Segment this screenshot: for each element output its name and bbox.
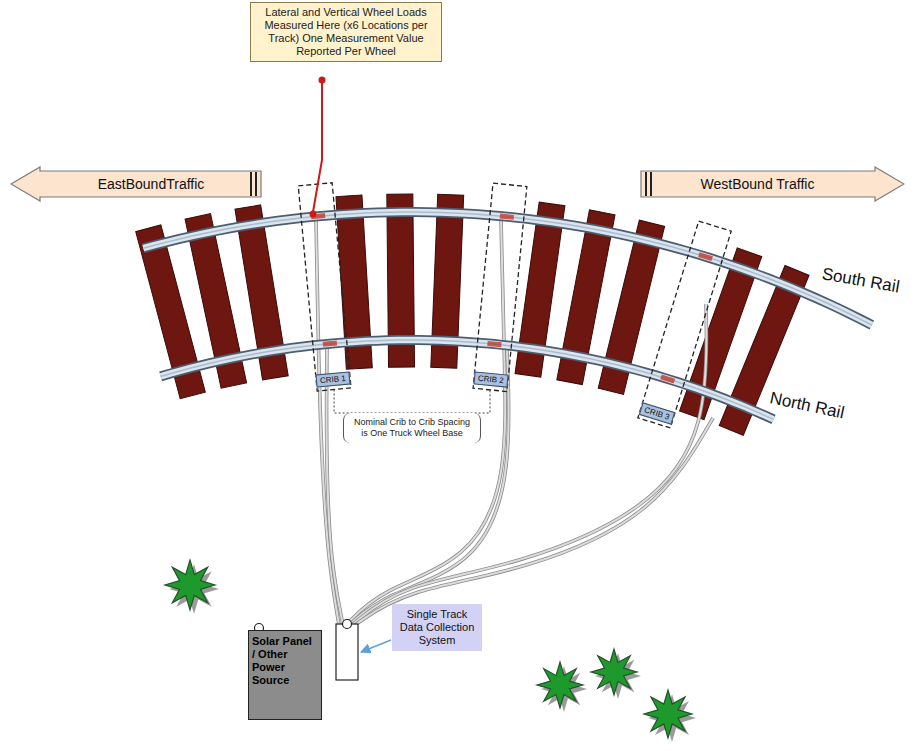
strain-gauge-pad xyxy=(660,374,675,383)
crib-name: CRIB 2 xyxy=(478,374,505,385)
crib-name: CRIB 3 xyxy=(643,405,670,421)
shrub-leaves xyxy=(165,560,215,610)
callout-box: Lateral and Vertical Wheel Loads Measure… xyxy=(250,2,442,62)
arrow-end-bar xyxy=(645,172,647,196)
sensor-cable xyxy=(355,418,713,625)
north-rail-head xyxy=(161,340,774,419)
node-text: Solar Panel / Other Power Source xyxy=(252,635,318,687)
system-label: Single Track Data Collection System xyxy=(392,604,482,651)
node-text: Nominal Crib to Crib Spacing is One Truc… xyxy=(350,417,474,439)
arrow-end-bar xyxy=(250,172,252,196)
spacing-note: Nominal Crib to Crib Spacing is One Truc… xyxy=(343,413,481,443)
shrub-leaves xyxy=(644,690,692,738)
strain-gauge-pad xyxy=(487,341,501,347)
crib-label: CRIB 2 xyxy=(473,372,508,388)
strain-gauge-pad xyxy=(698,252,713,261)
arrow-body xyxy=(11,167,261,201)
sensor-cable xyxy=(346,218,505,625)
shrub-symbol xyxy=(644,690,696,742)
crib-label: CRIB 1 xyxy=(316,372,351,388)
south-rail-head xyxy=(143,212,872,325)
leader-line xyxy=(313,80,322,212)
arrow-end-bar xyxy=(255,172,257,196)
strain-gauge-pad xyxy=(500,214,514,220)
node-text: Lateral and Vertical Wheel Loads Measure… xyxy=(255,6,437,58)
leader-dot xyxy=(310,211,317,218)
crib-outline xyxy=(298,183,351,391)
sensor-cable-outline xyxy=(327,346,343,625)
rail-name: South Rail xyxy=(820,264,901,297)
crib-name: CRIB 1 xyxy=(320,374,347,385)
arrow-body xyxy=(641,167,904,201)
north-rail xyxy=(161,340,774,419)
data-collection-unit xyxy=(336,624,358,680)
strain-gauge-pad xyxy=(323,341,337,347)
south-rail xyxy=(143,212,872,325)
shrub-symbol xyxy=(537,662,587,712)
crib-outlines xyxy=(298,183,731,428)
rail-name: North Rail xyxy=(768,388,846,423)
shrub-leaves xyxy=(537,662,583,708)
shrub-symbol xyxy=(591,649,641,699)
direction-arrow: EastBoundTraffic xyxy=(10,166,262,202)
unit-antenna xyxy=(343,620,352,629)
south-rail-outline xyxy=(143,212,872,325)
crib-outline xyxy=(638,221,731,428)
shrub-symbol xyxy=(165,560,219,614)
crib-label: CRIB 3 xyxy=(639,402,675,424)
node-text: Single Track Data Collection System xyxy=(395,608,479,647)
sensor-cable xyxy=(327,346,343,625)
pointer-line xyxy=(361,640,391,652)
leader-dot xyxy=(319,77,326,84)
spacing-dimension xyxy=(334,389,490,413)
north-rail-outline xyxy=(161,340,774,419)
node-text: WestBound Traffic xyxy=(701,176,815,192)
shrub-leaves xyxy=(591,649,637,695)
sensor-cable-outline xyxy=(355,418,713,625)
power-source-box: Solar Panel / Other Power Source xyxy=(248,630,322,720)
arrow-end-bar xyxy=(650,172,652,196)
crib-outline xyxy=(473,183,527,391)
direction-arrow: WestBound Traffic xyxy=(640,166,905,202)
sensor-cable-outline xyxy=(346,218,505,625)
node-text: EastBoundTraffic xyxy=(98,176,205,192)
